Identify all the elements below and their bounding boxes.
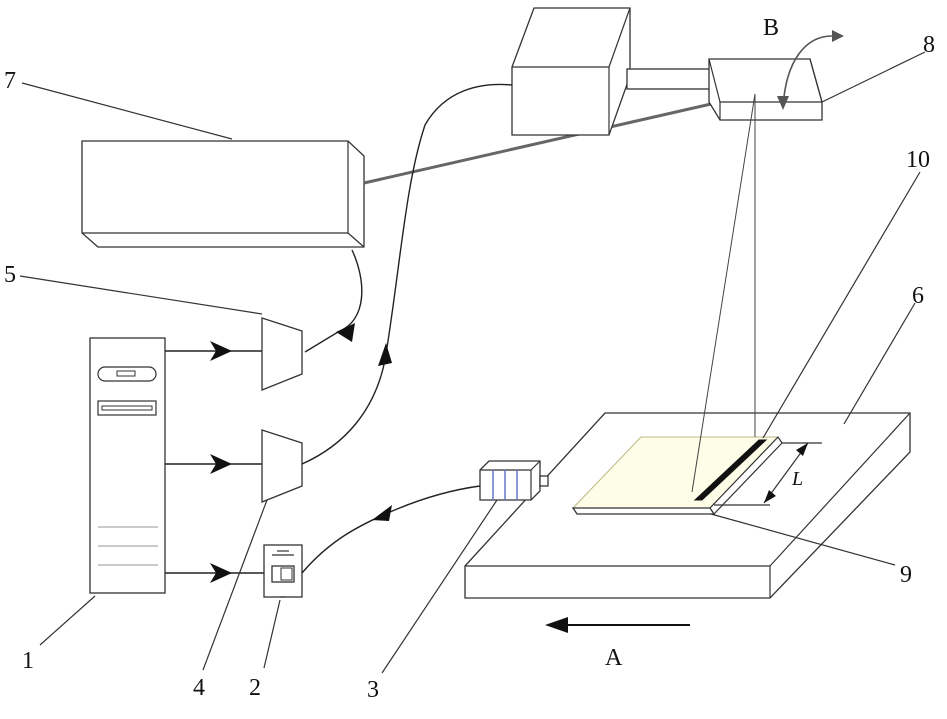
label-6: 6 <box>912 283 924 309</box>
wire-7-to-5 <box>305 250 362 352</box>
label-8: 8 <box>923 32 935 58</box>
label-a: A <box>605 645 623 671</box>
signal-line-to-4 <box>165 454 262 474</box>
label-4: 4 <box>193 675 205 701</box>
label-2: 2 <box>249 675 261 701</box>
laser-source-7 <box>82 141 364 247</box>
wire-2-to-3 <box>302 486 480 573</box>
label-10: 10 <box>906 147 930 173</box>
label-5: 5 <box>4 262 16 288</box>
scanner-head-8 <box>709 59 822 120</box>
label-b: B <box>763 15 779 41</box>
amplifier-5 <box>262 318 302 390</box>
computer-1 <box>90 338 165 593</box>
signal-line-to-2 <box>165 563 264 583</box>
label-1: 1 <box>22 648 34 674</box>
direction-arrow-a <box>545 617 690 633</box>
label-7: 7 <box>4 68 16 94</box>
label-3: 3 <box>367 677 379 703</box>
galvo-cube <box>512 8 630 135</box>
galvo-shaft <box>627 69 711 89</box>
label-l: L <box>791 468 803 490</box>
controller-2 <box>264 545 302 597</box>
amplifier-4 <box>262 430 302 502</box>
signal-line-to-5 <box>165 341 262 361</box>
label-9: 9 <box>900 562 912 588</box>
